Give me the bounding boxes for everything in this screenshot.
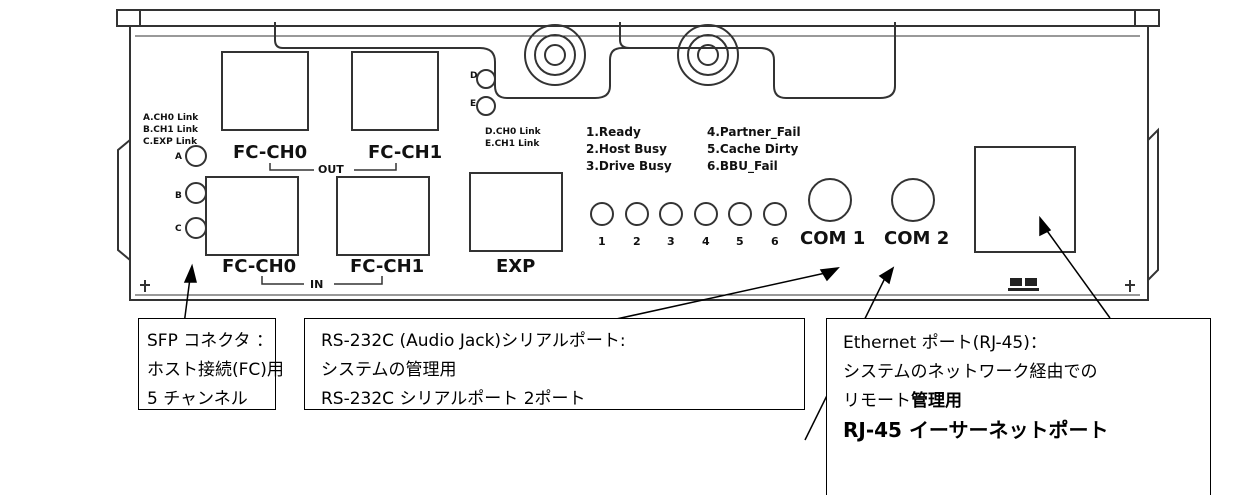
out-label: OUT [318,163,344,176]
legend-host-busy: 2.Host Busy [586,142,667,156]
callout-ethernet-line3: リモート管理用 [843,387,1194,416]
led-number-4: 4 [702,235,710,248]
in-label: IN [310,278,323,291]
led-number-3: 3 [667,235,675,248]
legend-cache-dirty: 5.Cache Dirty [707,142,799,156]
link-legend-b: B.CH1 Link [143,125,199,135]
callout-serial-line3: RS-232C シリアルポート 2ポート [321,389,586,409]
exp-label: EXP [496,256,535,277]
callout-serial-line2: システムの管理用 [321,360,457,380]
com2-jack[interactable] [891,178,935,222]
com1-jack[interactable] [808,178,852,222]
legend-bbu-fail: 6.BBU_Fail [707,159,778,174]
led-6 [763,202,787,226]
led-5 [728,202,752,226]
led-d [476,69,496,89]
led-d-legend: D.CH0 Link [485,127,542,137]
led-3 [659,202,683,226]
led-e-legend: E.CH1 Link [485,139,540,149]
led-2 [625,202,649,226]
led-number-2: 2 [633,235,641,248]
in-port-label-ch1: FC-CH1 [350,256,424,277]
callout-sfp-line2: ホスト接続(FC)用 [147,360,284,380]
callout-sfp-line3: 5 チャンネル [147,389,248,409]
callout-serial-line1: RS-232C (Audio Jack)シリアルポート: [321,331,626,351]
callout-serial: RS-232C (Audio Jack)シリアルポート: システムの管理用 RS… [304,318,805,410]
callout-ethernet-line3b: 管理用 [911,391,962,411]
sfp-port-out-ch1[interactable] [351,51,439,131]
fan-2 [677,24,739,86]
in-label-bg [304,278,334,290]
rj45-port[interactable] [974,146,1076,253]
in-port-label-ch0: FC-CH0 [222,256,296,277]
sfp-port-exp[interactable] [469,172,563,252]
led-c [185,217,207,239]
chassis-body [117,25,1159,301]
legend-partner-fail: 4.Partner_Fail [707,125,801,140]
sfp-port-out-ch0[interactable] [221,51,309,131]
fan-housing [274,22,896,99]
fan-1 [524,24,586,86]
led-e-letter: E [470,99,476,109]
callout-ethernet-line4: RJ-45 イーサーネットポート [843,418,1109,442]
led-4 [694,202,718,226]
link-legend-a: A.CH0 Link [143,113,199,123]
top-rail [116,9,1160,27]
com1-label: COM 1 [800,228,865,249]
callout-ethernet-line3a: リモート [843,391,911,411]
legend-ready: 1.Ready [586,125,641,139]
link-legend-c: C.EXP Link [143,137,198,147]
com2-label: COM 2 [884,228,949,249]
led-c-letter: C [175,224,182,234]
callout-sfp: SFP コネクタ ： ホスト接続(FC)用 5 チャンネル [138,318,284,410]
led-a [185,145,207,167]
callout-ethernet-line2: システムのネットワーク経由での [843,362,1098,382]
led-e [476,96,496,116]
out-label-bg [314,163,354,175]
sfp-port-in-ch0[interactable] [205,176,299,256]
sfp-port-in-ch1[interactable] [336,176,430,256]
led-b-letter: B [175,191,182,201]
led-number-5: 5 [736,235,744,248]
led-d-letter: D [470,71,477,81]
led-b [185,182,207,204]
callout-sfp-line1: SFP コネクタ ： [147,331,273,351]
out-port-label-ch1: FC-CH1 [368,142,442,163]
led-a-letter: A [175,152,182,162]
network-icon [1008,278,1039,291]
led-number-6: 6 [771,235,779,248]
led-1 [590,202,614,226]
out-port-label-ch0: FC-CH0 [233,142,307,163]
led-number-1: 1 [598,235,606,248]
callout-ethernet-line1: Ethernet ポート(RJ-45)： [843,333,1047,353]
callout-ethernet: Ethernet ポート(RJ-45)： システムのネットワーク経由での リモー… [826,318,1211,495]
legend-drive-busy: 3.Drive Busy [586,159,672,173]
